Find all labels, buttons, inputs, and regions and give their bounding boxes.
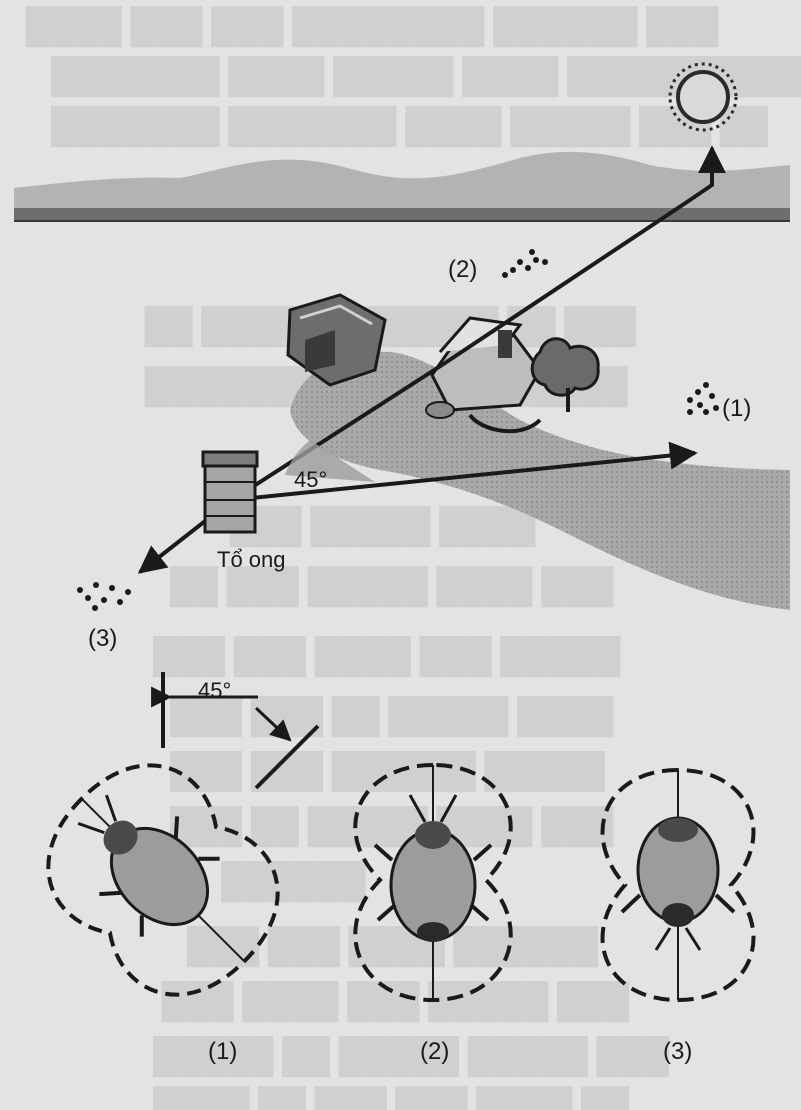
dance-3-figure (603, 770, 754, 1000)
food-source-3-icon (77, 582, 131, 611)
dance-angle-label: 45° (198, 678, 231, 704)
beehive-icon (203, 452, 257, 532)
food-source-2-marker: (2) (448, 256, 477, 284)
truck-icon (288, 295, 385, 385)
food-source-2-icon (502, 249, 548, 278)
dance-1-caption: (1) (208, 1038, 237, 1066)
dance-2-figure (355, 765, 510, 1000)
sun-icon (670, 64, 736, 130)
dance-3-caption: (3) (663, 1038, 692, 1066)
food-source-1-icon (687, 382, 719, 415)
food-source-1-marker: (1) (722, 395, 751, 423)
hive-label: Tổ ong (217, 547, 286, 573)
dance-angle-reference (163, 672, 318, 788)
tree-icon (532, 339, 598, 412)
food-source-3-marker: (3) (88, 625, 117, 653)
dance-2-caption: (2) (420, 1038, 449, 1066)
scene-angle-label: 45° (294, 467, 327, 493)
